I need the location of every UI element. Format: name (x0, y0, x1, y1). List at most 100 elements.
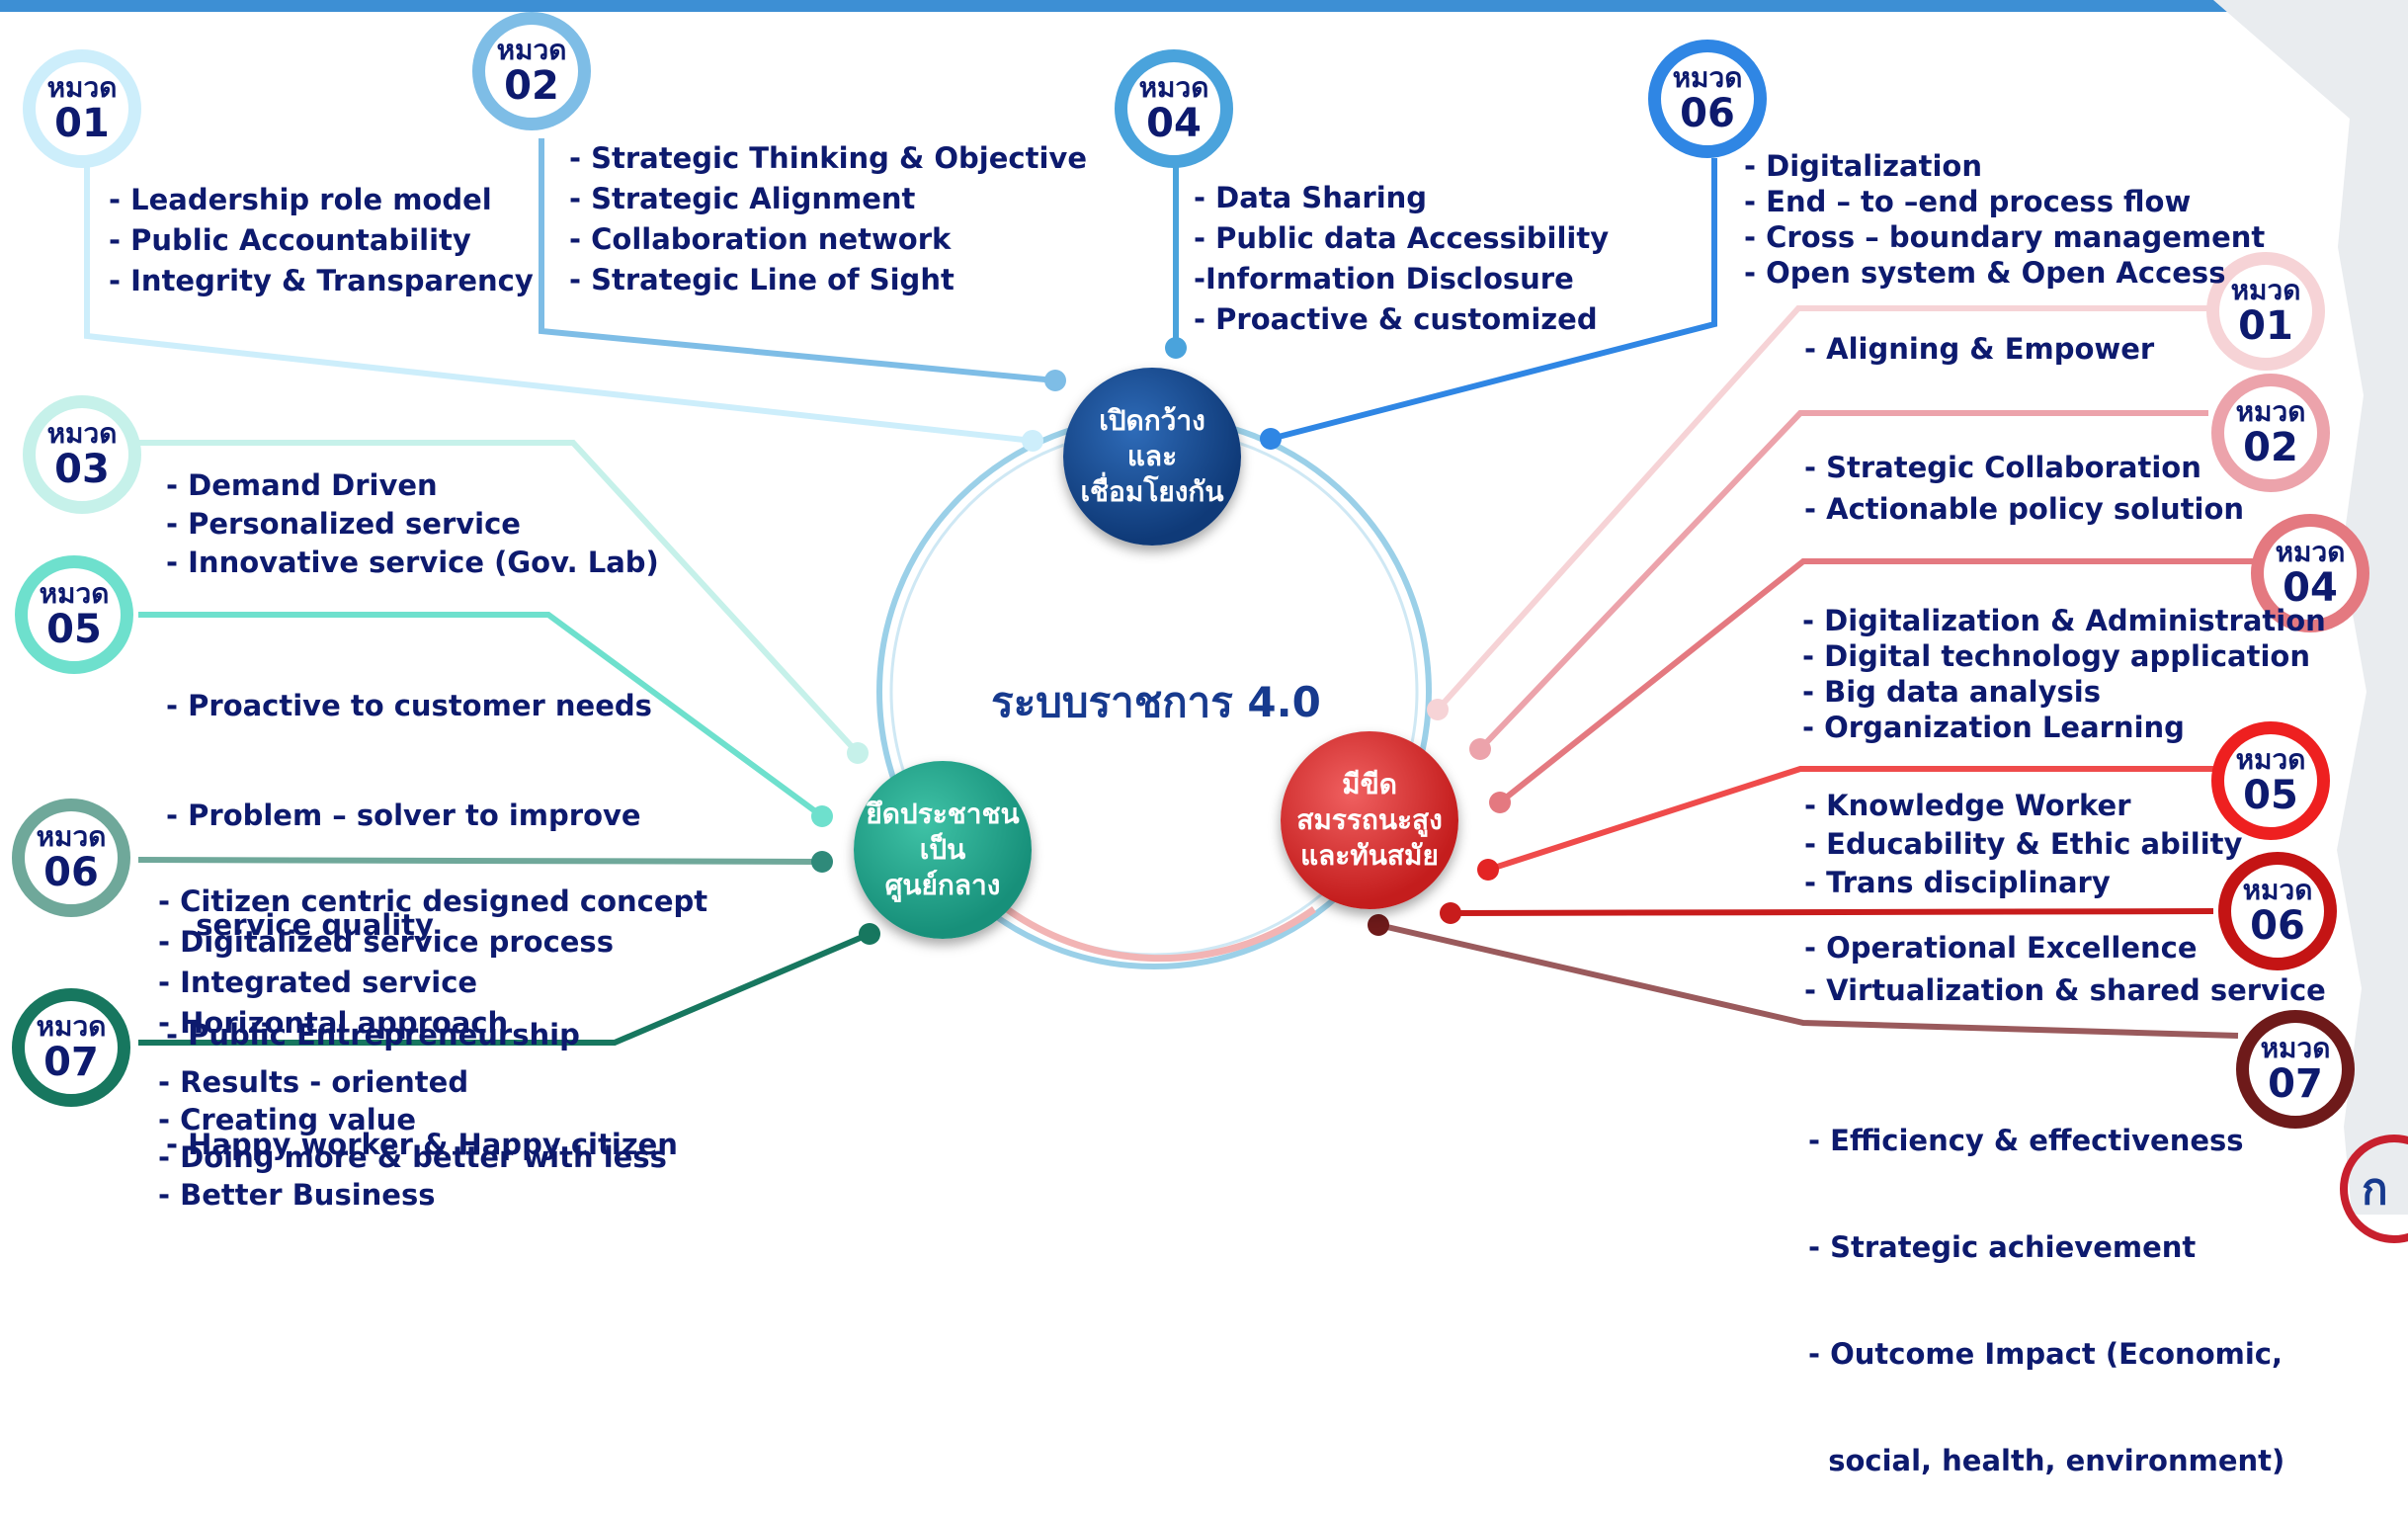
badge-label: หมวด (1672, 61, 1743, 94)
list-item: - Better Business (158, 1178, 436, 1212)
connector-dot (811, 805, 833, 827)
list-right-07: - Efficiency & effectiveness - Strategic… (1808, 1051, 2284, 1514)
list-item: -Information Disclosure (1194, 262, 1574, 295)
list-item: - Strategic Collaboration (1804, 451, 2201, 484)
list-item: - Trans disciplinary (1804, 866, 2111, 899)
connector-dot (1044, 370, 1066, 391)
list-item: - Doing more & better with less (158, 1140, 667, 1174)
list-item: - Data Sharing (1194, 181, 1428, 214)
connector-right-07 (1377, 922, 2239, 1039)
diagram-connectors (84, 0, 2408, 1215)
connector-left-05 (138, 612, 824, 819)
badge-top-02: หมวด 02 (472, 12, 591, 130)
badge-number: 06 (43, 850, 99, 895)
center-ring-arc (985, 891, 1317, 963)
badge-number: 05 (2243, 773, 2298, 818)
list-item: - Digitalized service process (158, 925, 614, 959)
hub-open-connected: เปิดกว้าง และ เชื่อมโยงกัน (1063, 368, 1241, 546)
center-title: ระบบราชการ 4.0 (991, 678, 1321, 726)
list-item: - Open system & Open Access (1744, 256, 2226, 290)
badge-left-07: หมวด 07 (12, 988, 130, 1107)
list-item: - Leadership role model (109, 183, 492, 216)
list-item: - Public Entrepreneurship (166, 1018, 580, 1051)
hub-citizen-centric: ยึดประชาชน เป็น ศูนย์กลาง (854, 761, 1032, 939)
list-item: - Innovative service (Gov. Lab) (166, 546, 659, 579)
list-right-05: - Knowledge Worker - Educability & Ethic… (1804, 787, 2242, 902)
list-item: - Actionable policy solution (1804, 492, 2245, 526)
badge-number: 04 (2283, 565, 2338, 611)
connector-dot (1427, 699, 1449, 720)
connector-left-07 (138, 931, 872, 1046)
paper-edge (2213, 0, 2408, 1215)
badge-label: หมวด (2242, 874, 2313, 906)
list-item: - Educability & Ethic ability (1804, 827, 2243, 861)
connector-top-06 (1270, 158, 1717, 442)
connector-dot (1440, 902, 1461, 924)
list-item: - Efficiency & effectiveness (1808, 1124, 2244, 1157)
connector-right-06 (1450, 908, 2214, 916)
list-item: - Integrity & Transparency (109, 264, 534, 297)
connector-dot (811, 851, 833, 873)
badge-number: 05 (46, 607, 102, 652)
badge-label: หมวด (1138, 71, 1209, 104)
connector-top-02 (539, 138, 1056, 383)
badge-label: หมวด (496, 34, 567, 66)
list-item: - Virtualization & shared service (1804, 973, 2326, 1007)
connector-dot (847, 742, 869, 764)
list-item: - Creating value (158, 1103, 416, 1136)
list-left-03: - Demand Driven - Personalized service -… (166, 466, 659, 582)
list-item: - Proactive to customer needs (166, 689, 652, 722)
list-item: - Aligning & Empower (1804, 332, 2155, 366)
badge-number: 07 (2268, 1061, 2323, 1107)
list-item: - Strategic Line of Sight (569, 263, 955, 296)
connector-dot (1477, 859, 1499, 881)
connector-dot (1022, 430, 1043, 452)
list-item: - Digitalization (1744, 149, 1982, 183)
list-item: - Results - oriented (158, 1065, 469, 1099)
badge-top-06: หมวด 06 (1648, 40, 1767, 158)
badge-left-03: หมวด 03 (23, 395, 141, 514)
badge-number: 01 (54, 101, 110, 146)
badge-left-05: หมวด 05 (15, 555, 133, 674)
connector-right-05 (1487, 766, 2213, 873)
list-item: - Personalized service (166, 507, 521, 541)
badge-label: หมวด (36, 1010, 107, 1043)
list-item: - Public Accountability (109, 223, 471, 257)
badge-right-02: หมวด 02 (2211, 374, 2330, 492)
connector-dot (1260, 428, 1282, 450)
list-left-07: - Results - oriented - Creating value - … (158, 1063, 667, 1214)
badge-label: หมวด (39, 577, 110, 610)
list-item: - Digital technology application (1802, 639, 2310, 673)
badge-number: 06 (2250, 903, 2305, 949)
badge-label: หมวด (46, 417, 118, 450)
list-item: - Operational Excellence (1804, 931, 2198, 965)
connector-dot (1165, 337, 1187, 359)
list-top-02: - Strategic Thinking & Objective - Strat… (569, 138, 1087, 300)
badge-label: หมวด (2235, 743, 2306, 776)
corner-logo-text: ก (2362, 1164, 2388, 1215)
list-right-02: - Strategic Collaboration - Actionable p… (1804, 447, 2244, 530)
connector-dot (859, 923, 880, 945)
connector-dot (1489, 792, 1511, 813)
badge-number: 06 (1680, 91, 1735, 136)
list-right-06: - Operational Excellence - Virtualizatio… (1804, 927, 2326, 1012)
connector-right-02 (1477, 410, 2208, 752)
badge-number: 02 (504, 63, 559, 109)
badge-top-01: หมวด 01 (23, 49, 141, 168)
list-left-05: - Proactive to customer needs - Problem … (166, 615, 678, 1200)
list-item: - Organization Learning (1802, 711, 2185, 744)
list-top-06: - Digitalization - End – to –end process… (1744, 148, 2265, 291)
badge-left-06: หมวด 06 (12, 799, 130, 917)
connector-top-01 (84, 163, 1034, 444)
list-right-04: - Digitalization & Administration - Digi… (1802, 603, 2326, 745)
badge-number: 04 (1146, 101, 1202, 146)
badge-label: หมวด (36, 820, 107, 853)
list-item: - Digitalization & Administration (1802, 604, 2326, 637)
list-item: service quality (166, 908, 434, 942)
list-item: - Horizontal approach (158, 1006, 509, 1040)
badge-label: หมวด (2275, 536, 2346, 568)
list-item: - Public data Accessibility (1194, 221, 1610, 255)
hub-high-capacity: มีขีด สมรรถนะสูง และทันสมัย (1281, 731, 1458, 909)
top-bar (0, 0, 2408, 12)
connector-right-04 (1498, 558, 2253, 805)
